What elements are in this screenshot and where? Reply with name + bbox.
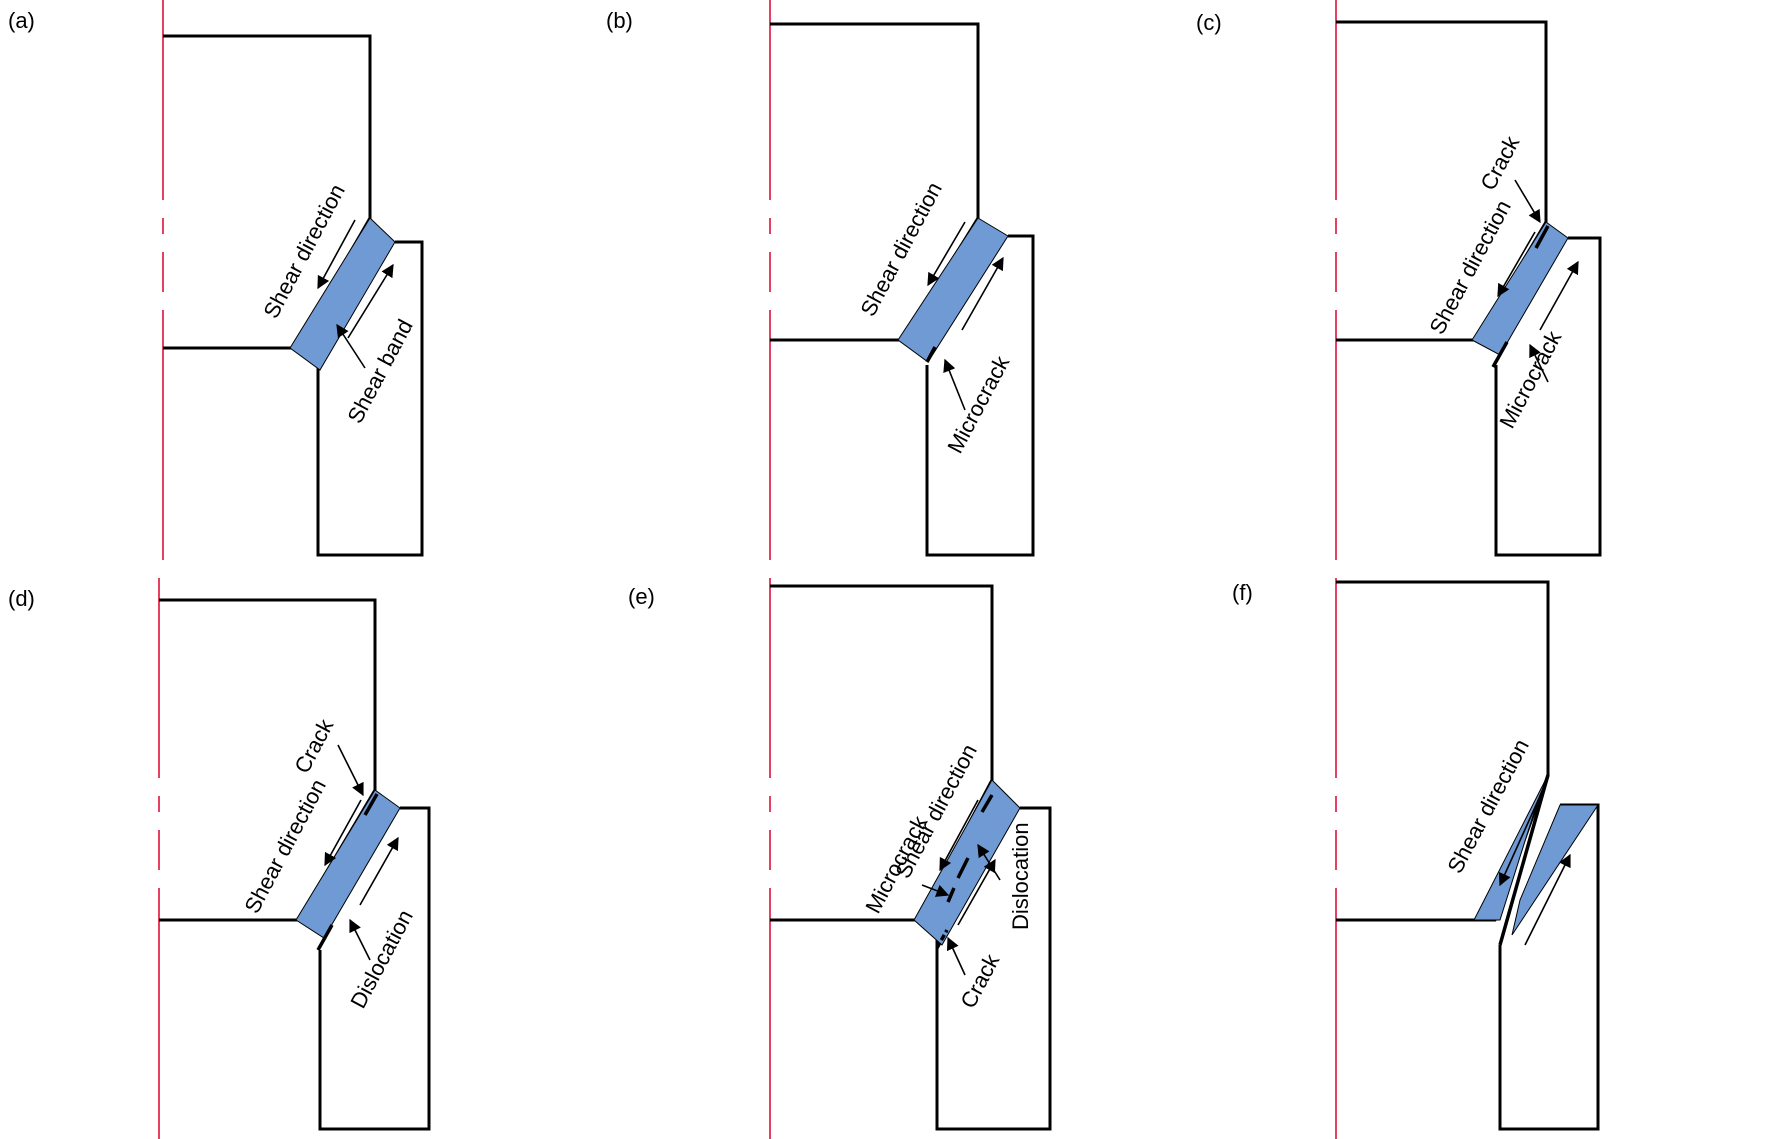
crack-mark-bottom — [316, 924, 334, 951]
crack-pointer — [946, 936, 966, 976]
panel-a: (a) Shear direction Shear band — [8, 0, 424, 560]
dislocation-label: Dislocation — [345, 906, 418, 1013]
shear-direction-arrow-up — [957, 858, 996, 926]
crack-pointer — [337, 744, 364, 797]
crack-label: Crack — [289, 714, 339, 777]
shear-direction-arrow-down — [317, 219, 356, 290]
panel-f: (f) Shear direction — [1232, 578, 1600, 1139]
crack-mark-bottom — [935, 929, 949, 949]
shear-direction-arrow-up — [1539, 260, 1579, 331]
panel-b: (b) Shear direction Microcrack — [606, 0, 1035, 560]
shear-band-lower — [1511, 804, 1599, 936]
panel-d: (d) Crack Shear direction Dislocation — [8, 578, 431, 1139]
crack-label: Crack — [955, 949, 1005, 1012]
shear-direction-arrow-down — [1498, 784, 1546, 887]
crack-mark-top — [980, 794, 994, 813]
die-outline — [925, 234, 1035, 557]
microcrack-label: Microcrack — [942, 351, 1014, 458]
dislocation-arrow-up — [359, 836, 399, 906]
microcrack-mark — [925, 346, 937, 363]
panel-label-d: (d) — [8, 586, 35, 611]
die-outline — [1494, 236, 1602, 557]
dislocation-label: Dislocation — [1008, 822, 1033, 930]
die-outline — [318, 806, 431, 1131]
shear-direction-arrow-down — [1497, 231, 1536, 298]
panel-c: (c) Crack Shear direction Microcrack — [1196, 0, 1602, 560]
shear-direction-arrow-down — [927, 221, 966, 287]
crack-mark-top — [363, 793, 379, 816]
shear-band-label: Shear band — [342, 315, 417, 427]
dislocation-marks — [946, 857, 970, 903]
shear-direction-arrow-down — [939, 799, 979, 872]
dislocation-pointer — [977, 843, 1001, 881]
crack-pointer — [1514, 179, 1541, 224]
shear-band-pointer — [336, 323, 366, 369]
panel-label-e: (e) — [628, 584, 655, 609]
panel-label-c: (c) — [1196, 10, 1222, 35]
shear-direction-arrow-up — [347, 263, 394, 339]
panel-e: (e) Microcrack Shear direction Dislocati… — [628, 578, 1052, 1139]
die-outline — [935, 806, 1052, 1131]
shear-direction-arrow-up — [1524, 853, 1571, 946]
microcrack-pointer — [921, 884, 950, 897]
crack-mark-top — [1534, 225, 1550, 249]
panel-label-f: (f) — [1232, 580, 1253, 605]
microcrack-pointer — [943, 358, 966, 411]
die-outline — [316, 240, 424, 557]
shear-direction-arrow-down — [324, 799, 362, 867]
microcrack-pointer — [1529, 343, 1549, 383]
dislocation-pointer — [349, 918, 371, 961]
crack-mark-bottom — [1491, 341, 1509, 368]
panel-label-b: (b) — [606, 8, 633, 33]
shear-band — [289, 217, 396, 371]
crack-path — [1498, 774, 1550, 946]
panel-label-a: (a) — [8, 8, 35, 33]
shear-direction-arrow-up — [961, 256, 1004, 331]
